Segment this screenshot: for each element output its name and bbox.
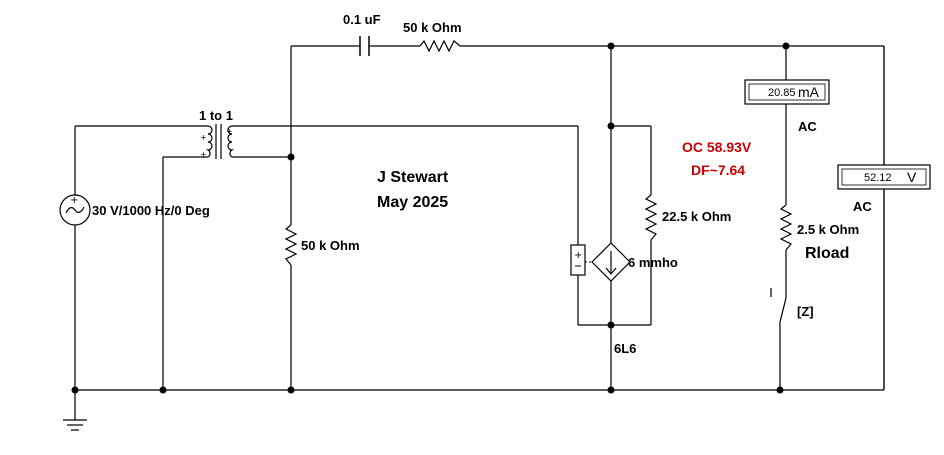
date-text: May 2025 <box>377 194 448 211</box>
control-voltage-sense[interactable]: + <box>570 244 586 276</box>
ac-voltage-source[interactable]: + <box>59 194 91 226</box>
svg-text:+: + <box>226 127 233 136</box>
svg-text:+: + <box>200 133 207 142</box>
load-switch[interactable] <box>770 288 787 325</box>
voltmeter-mode: AC <box>853 199 872 214</box>
ground-icon <box>63 390 87 431</box>
ammeter-value: 20.85 <box>768 87 796 99</box>
grid-resistor[interactable] <box>284 224 298 266</box>
author-text: J Stewart <box>377 169 449 186</box>
svg-text:+: + <box>70 195 78 206</box>
ammeter-unit: mA <box>798 84 820 100</box>
tube-label: 6L6 <box>614 341 636 356</box>
transformer[interactable]: + + + <box>200 124 235 159</box>
voltmeter[interactable]: 52.12 V <box>837 164 931 190</box>
plate-resistor-label: 22.5 k Ohm <box>662 209 731 224</box>
voltmeter-value: 52.12 <box>864 172 892 184</box>
ammeter[interactable]: 20.85 mA <box>744 79 830 105</box>
grid-resistor-label: 50 k Ohm <box>301 238 360 253</box>
junction-dots <box>71 42 790 394</box>
voltmeter-unit: V <box>907 169 917 185</box>
plate-resistor[interactable] <box>644 194 658 241</box>
svg-text:+: + <box>574 250 582 261</box>
damping-factor: DF~7.64 <box>691 162 745 178</box>
capacitor[interactable] <box>355 36 374 56</box>
capacitor-label: 0.1 uF <box>343 12 381 27</box>
load-resistor[interactable] <box>779 204 793 251</box>
series-resistor[interactable] <box>419 39 461 53</box>
transformer-label: 1 to 1 <box>199 108 233 123</box>
ammeter-mode: AC <box>798 119 817 134</box>
source-label: 30 V/1000 Hz/0 Deg <box>92 203 210 218</box>
switch-key-label: [Z] <box>797 304 814 319</box>
load-name: Rload <box>805 245 849 262</box>
open-circuit-voltage: OC 58.93V <box>682 139 752 155</box>
svg-text:+: + <box>200 150 207 159</box>
dependent-current-source[interactable] <box>591 242 631 282</box>
dependent-source-label: 6 mmho <box>628 255 678 270</box>
series-resistor-label: 50 k Ohm <box>403 20 462 35</box>
load-resistor-label: 2.5 k Ohm <box>797 222 859 237</box>
